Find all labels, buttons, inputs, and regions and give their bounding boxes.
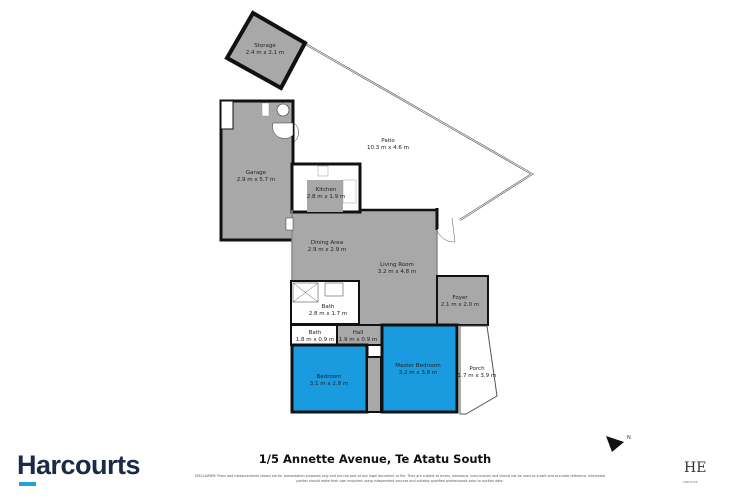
address-title: 1/5 Annette Avenue, Te Atatu South (258, 452, 492, 466)
studio-logo: HE (684, 460, 707, 476)
disclaimer: DISCLAIMER: Plans and measurements shown… (194, 474, 606, 483)
compass-label: N (627, 435, 631, 441)
label-foyer: Foyer (452, 295, 468, 301)
size-living: 3.2 m x 4.8 m (378, 269, 416, 275)
room-storage (224, 10, 308, 91)
room-master-bedroom (380, 323, 459, 414)
size-hall: 1.9 m x 0.9 m (339, 337, 377, 343)
room-foyer (436, 275, 489, 326)
room-bedroom (290, 343, 369, 414)
label-bath: Bath (322, 304, 335, 310)
label-hall: Hall (353, 330, 364, 336)
size-master: 3.2 m x 3.8 m (399, 370, 437, 376)
label-kitchen: Kitchen (316, 187, 337, 193)
size-foyer: 2.1 m x 2.0 m (441, 302, 479, 308)
size-garage: 2.9 m x 5.7 m (237, 177, 275, 183)
size-ensuite: 1.8 m x 0.9 m (296, 337, 334, 343)
compass-arrow-icon (606, 436, 624, 452)
label-ensuite: Bath (309, 330, 322, 336)
size-bedroom: 3.1 m x 2.8 m (310, 381, 348, 387)
size-dining: 2.9 m x 2.9 m (308, 247, 346, 253)
logo-accent-bar (19, 482, 36, 486)
label-dining: Dining Area (311, 240, 343, 246)
size-porch: 1.7 m x 3.9 m (458, 373, 496, 379)
studio-subtitle: CREATIVE (683, 480, 698, 484)
label-storage: Storage (254, 43, 276, 49)
label-patio: Patio (381, 138, 395, 144)
size-bath: 2.8 m x 1.7 m (309, 311, 347, 317)
label-master: Master Bedroom (395, 363, 440, 369)
harcourts-logo: Harcourts (17, 450, 141, 480)
room-porch (459, 325, 498, 415)
size-patio: 10.3 m x 4.6 m (367, 145, 409, 151)
label-living: Living Room (380, 262, 414, 268)
label-bedroom: Bedroom (317, 374, 342, 380)
size-kitchen: 2.8 m x 1.9 m (307, 194, 345, 200)
label-porch: Porch (469, 366, 485, 372)
label-garage: Garage (246, 170, 267, 176)
size-storage: 2.4 m x 2.1 m (246, 50, 284, 56)
